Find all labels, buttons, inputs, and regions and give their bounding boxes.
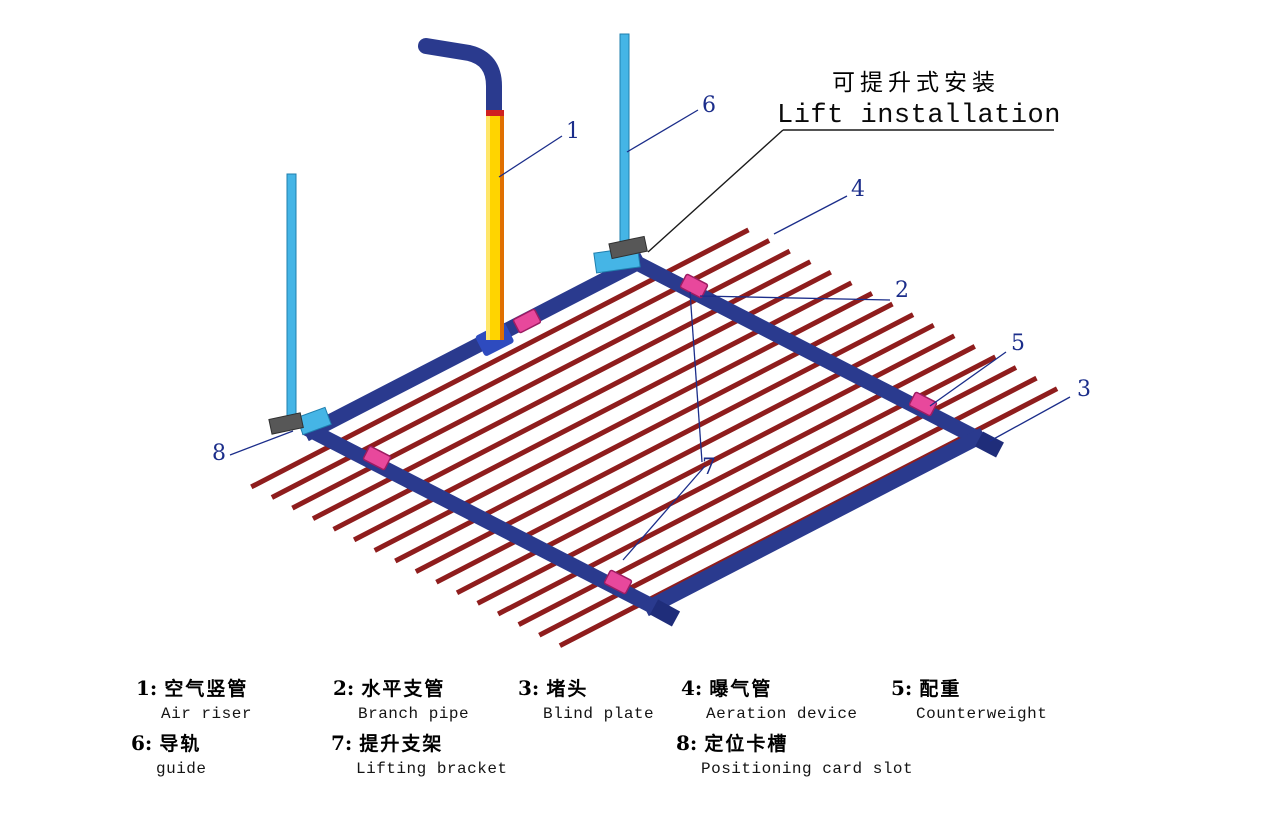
legend-number: 3: xyxy=(518,676,540,700)
callout-3: 3 xyxy=(1077,377,1091,402)
branch-pipe-frame xyxy=(301,252,1004,627)
legend-zh-line: 8: 定位卡槽 xyxy=(676,729,913,756)
leader-5 xyxy=(929,351,1007,407)
legend-number: 6: xyxy=(131,731,153,755)
title-leader xyxy=(647,129,784,253)
title-english: Lift installation xyxy=(777,101,1061,131)
legend-zh-line: 3: 堵头 xyxy=(518,674,654,701)
legend-number: 4: xyxy=(681,676,703,700)
legend-item-8: 8: 定位卡槽 Positioning card slot xyxy=(676,729,913,778)
pink-blocks xyxy=(362,273,938,595)
leader-lines xyxy=(229,109,1071,561)
guide-rail-left xyxy=(286,173,297,424)
legend-zh: 提升支架 xyxy=(359,733,444,755)
blind-plate-right xyxy=(975,431,1004,458)
legend-number: 5: xyxy=(891,676,913,700)
legend-number: 7: xyxy=(331,731,353,755)
legend-zh: 定位卡槽 xyxy=(704,733,789,755)
legend-zh: 配重 xyxy=(919,678,962,700)
legend-en: guide xyxy=(156,760,207,778)
legend-number: 1: xyxy=(136,676,158,700)
aeration-pipe xyxy=(538,375,1038,638)
guide-rails xyxy=(286,33,630,424)
legend-en: Lifting bracket xyxy=(356,760,508,778)
legend-item-6: 6: 导轨 guide xyxy=(131,729,207,778)
aeration-pipe xyxy=(332,269,832,532)
aeration-pipes xyxy=(250,227,1059,648)
legend-item-2: 2: 水平支管 Branch pipe xyxy=(333,674,469,723)
legend-zh-line: 4: 曝气管 xyxy=(681,674,858,701)
legend-zh: 空气竖管 xyxy=(164,678,249,700)
legend-item-3: 3: 堵头 Blind plate xyxy=(518,674,654,723)
legend-item-5: 5: 配重 Counterweight xyxy=(891,674,1047,723)
leader-2 xyxy=(699,295,891,301)
legend-zh-line: 2: 水平支管 xyxy=(333,674,469,701)
legend-en: Aeration device xyxy=(706,705,858,723)
legend-zh: 水平支管 xyxy=(361,678,446,700)
callout-7: 7 xyxy=(702,455,716,480)
legend-en: Counterweight xyxy=(916,705,1048,723)
aeration-pipe xyxy=(352,280,853,543)
riser-highlight xyxy=(486,116,490,340)
card-slot-left xyxy=(268,412,304,435)
leader-4 xyxy=(773,195,848,235)
blind-plate-bottom xyxy=(649,599,681,627)
riser-shadow xyxy=(500,116,504,340)
leader-1 xyxy=(498,135,563,178)
aeration-pipe xyxy=(517,365,1018,627)
legend-zh: 曝气管 xyxy=(709,678,773,700)
branch-pipe-bottom-right xyxy=(641,427,988,617)
legend-en: Positioning card slot xyxy=(701,760,914,778)
air-riser-pipe xyxy=(486,116,504,340)
counterweight-block xyxy=(362,445,392,471)
legend-en: Blind plate xyxy=(543,705,655,723)
legend-zh-line: 1: 空气竖管 xyxy=(136,674,252,701)
callout-6: 6 xyxy=(702,93,716,118)
leader-3 xyxy=(989,396,1071,442)
legend-item-1: 1: 空气竖管 Air riser xyxy=(136,674,252,723)
air-riser-assembly xyxy=(418,38,514,356)
legend-zh-line: 6: 导轨 xyxy=(131,729,207,756)
callout-2: 2 xyxy=(895,278,909,303)
callout-5: 5 xyxy=(1011,331,1025,356)
aeration-pipe xyxy=(373,291,874,553)
lifting-bracket-block-bottom xyxy=(603,569,633,595)
riser-red-band xyxy=(486,110,504,118)
legend-zh: 堵头 xyxy=(546,678,589,700)
title-block: 可提升式安装 Lift installation xyxy=(647,70,1061,253)
legend-zh-line: 5: 配重 xyxy=(891,674,1047,701)
legend-item-4: 4: 曝气管 Aeration device xyxy=(681,674,858,723)
legend-item-7: 7: 提升支架 Lifting bracket xyxy=(331,729,508,778)
leader-6 xyxy=(626,109,699,153)
legend-number: 8: xyxy=(676,731,698,755)
legend-number: 2: xyxy=(333,676,355,700)
title-chinese: 可提升式安装 xyxy=(832,70,1000,96)
positioning-card-slots xyxy=(268,235,648,436)
card-slot-top xyxy=(608,235,648,260)
leader-7a xyxy=(689,291,703,463)
counterweight-block xyxy=(512,308,542,334)
callout-1: 1 xyxy=(566,119,580,144)
branch-pipe-top-left xyxy=(301,252,648,442)
legend-zh-line: 7: 提升支架 xyxy=(331,729,508,756)
legend-en: Branch pipe xyxy=(358,705,470,723)
legend-zh: 导轨 xyxy=(159,733,202,755)
riser-elbow xyxy=(418,38,502,120)
counterweight-block xyxy=(908,391,938,417)
callout-4: 4 xyxy=(851,177,865,202)
legend-en: Air riser xyxy=(161,705,252,723)
callout-numbers: 1 2 3 4 5 6 7 8 xyxy=(212,93,1091,480)
leader-7b xyxy=(622,465,706,561)
aeration-pipe xyxy=(435,322,935,585)
callout-8: 8 xyxy=(212,441,226,466)
guide-rail-right xyxy=(619,33,630,254)
leader-8 xyxy=(229,430,294,456)
